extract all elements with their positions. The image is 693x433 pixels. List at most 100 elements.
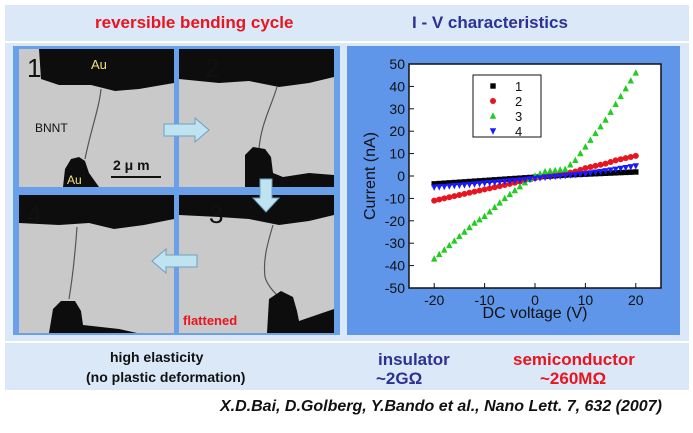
- data-point-series-3: [551, 166, 559, 174]
- data-point-series-4: [587, 170, 594, 177]
- data-point-series-3: [536, 170, 544, 177]
- data-point-series-4: [577, 171, 584, 178]
- data-point-series-3: [456, 232, 463, 240]
- legend-label-4: 4: [515, 124, 522, 139]
- data-point-series-3: [587, 136, 594, 143]
- data-point-series-4: [451, 182, 458, 190]
- legend-label-1: 1: [515, 79, 522, 94]
- data-point-series-2: [607, 159, 614, 165]
- y-tick-label: -30: [385, 235, 405, 251]
- data-point-series-1: [441, 180, 447, 186]
- au-top-electrode-3: [179, 195, 334, 225]
- left-section-title: reversible bending cycle: [95, 13, 294, 32]
- data-point-series-3: [486, 208, 493, 215]
- data-point-series-4: [501, 178, 508, 186]
- x-tick-label: 20: [628, 292, 644, 308]
- data-point-series-2: [577, 166, 584, 173]
- data-point-series-2: [476, 187, 483, 194]
- data-point-series-3: [436, 250, 443, 258]
- data-point-series-3: [466, 223, 473, 231]
- micrograph-panel-1: 1 Au BNNT Au 2 μ m: [19, 49, 174, 187]
- data-point-series-4: [431, 184, 438, 191]
- data-point-series-2: [431, 197, 438, 204]
- panel-3-image: [179, 195, 334, 333]
- insulator-caption: insulator: [378, 350, 450, 369]
- data-point-series-4: [607, 167, 614, 174]
- data-point-series-4: [491, 179, 498, 186]
- data-point-series-2: [587, 164, 594, 171]
- data-point-series-3: [582, 143, 589, 150]
- y-tick-label: -50: [385, 280, 405, 296]
- data-point-series-1: [471, 178, 478, 184]
- data-point-series-3: [627, 77, 634, 84]
- data-point-series-4: [521, 176, 529, 184]
- data-point-series-4: [506, 178, 513, 185]
- data-point-series-1: [628, 169, 634, 175]
- insulator-resistance: ~2GΩ: [376, 369, 423, 388]
- data-point-series-4: [632, 163, 639, 170]
- au-top-electrode-1: [39, 49, 174, 91]
- data-point-series-1: [623, 169, 629, 176]
- data-point-series-2: [602, 160, 609, 167]
- x-tick-label: -10: [474, 292, 494, 308]
- data-point-series-2: [461, 190, 468, 197]
- micrograph-panel-3: 3 flattened: [179, 195, 334, 333]
- au-bottom-electrode-3: [267, 291, 334, 333]
- data-point-series-2: [622, 155, 629, 162]
- data-point-series-4: [612, 166, 619, 173]
- data-point-series-3: [546, 167, 554, 174]
- right-section-title: I - V characteristics: [412, 13, 568, 32]
- x-tick-label: -20: [424, 292, 444, 308]
- data-point-series-2: [436, 196, 443, 203]
- data-point-series-4: [546, 174, 554, 181]
- data-point-series-2: [627, 153, 634, 160]
- bnnt-fiber-1: [84, 88, 102, 160]
- data-points: [431, 69, 639, 262]
- data-point-series-4: [481, 180, 488, 187]
- data-point-series-4: [446, 183, 453, 190]
- y-tick-label: -10: [385, 190, 405, 206]
- data-point-series-4: [597, 168, 604, 176]
- arrow-down-icon: [252, 178, 280, 213]
- au-top-electrode-2: [179, 49, 334, 87]
- data-point-series-3: [572, 156, 579, 164]
- data-point-series-3: [577, 149, 584, 157]
- y-tick-label: 50: [389, 56, 405, 72]
- data-point-series-2: [446, 194, 453, 201]
- au-top-electrode-4: [19, 195, 174, 229]
- data-point-series-3: [501, 194, 508, 202]
- arrow-right-icon: [163, 117, 210, 143]
- y-tick-label: 0: [397, 168, 405, 184]
- data-point-series-4: [461, 182, 468, 189]
- data-point-series-1: [451, 179, 458, 186]
- au-bottom-electrode-2: [245, 147, 334, 187]
- data-point-series-3: [511, 186, 519, 194]
- data-point-series-1: [476, 178, 483, 184]
- data-point-series-3: [592, 129, 599, 137]
- data-point-series-4: [526, 176, 534, 183]
- data-point-series-3: [607, 108, 614, 115]
- legend-label-2: 2: [515, 94, 522, 109]
- semiconductor-caption: semiconductor: [513, 350, 635, 369]
- data-point-series-2: [466, 189, 473, 196]
- panel-1-image: [39, 49, 174, 187]
- data-point-series-2: [617, 156, 624, 163]
- data-point-series-2: [592, 162, 599, 169]
- caption-band: [5, 343, 689, 390]
- data-point-series-4: [567, 172, 574, 179]
- flattened-label: flattened: [183, 313, 238, 328]
- y-tick-label: -40: [385, 258, 405, 274]
- panel-2-image: [179, 49, 334, 187]
- data-point-series-4: [471, 181, 478, 188]
- data-point-series-1: [617, 169, 624, 176]
- data-point-series-1: [446, 180, 453, 186]
- data-point-series-3: [431, 255, 438, 262]
- elasticity-subcaption: (no plastic deformation): [86, 369, 246, 385]
- data-point-series-2: [456, 192, 463, 199]
- legend-marker-2: [490, 98, 496, 104]
- data-point-series-4: [582, 171, 589, 178]
- data-point-series-1: [431, 181, 437, 187]
- y-tick-label: -20: [385, 213, 405, 229]
